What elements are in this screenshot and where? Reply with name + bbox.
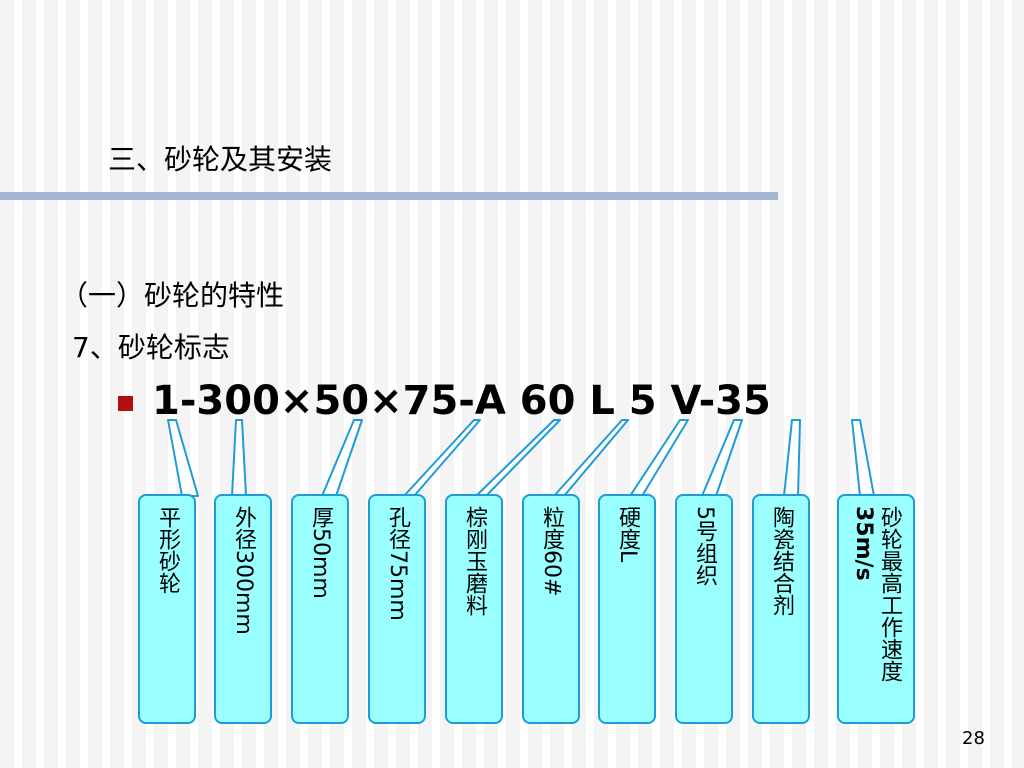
callout-box-structure: 5号组织 xyxy=(675,494,733,724)
callout-label: 砂轮最高工作速度 xyxy=(877,506,902,682)
connector-shape xyxy=(167,419,199,497)
callout-label: 棕刚玉磨料 xyxy=(462,506,487,616)
section-heading: （一）砂轮的特性 xyxy=(60,279,285,312)
connector-shape xyxy=(475,419,561,497)
callout-label: 粒度60# xyxy=(539,506,564,597)
connector-shape xyxy=(403,419,481,497)
connector-shape xyxy=(851,419,875,497)
callout-label: 孔径75mm xyxy=(385,506,410,621)
title-divider xyxy=(0,192,778,200)
marking-code: 1-300×50×75-A 60 L 5 V-35 xyxy=(152,378,771,424)
callout-label: 厚50mm xyxy=(308,506,333,599)
connector-shape xyxy=(783,419,801,497)
page-number: 28 xyxy=(962,728,985,749)
connector-shape xyxy=(553,419,629,497)
bullet-square-icon xyxy=(118,396,133,411)
slide-title: 三、砂轮及其安装 xyxy=(108,143,333,176)
callout-box-grit: 粒度60# xyxy=(522,494,580,724)
callout-box-hardness: 硬度L xyxy=(598,494,656,724)
subsection-heading: 7、砂轮标志 xyxy=(72,331,230,364)
callout-box-outer-diameter: 外径300mm xyxy=(214,494,272,724)
callout-label: 陶瓷结合剂 xyxy=(769,506,794,616)
connector-shape xyxy=(629,419,689,497)
callout-box-max-speed: 砂轮最高工作速度 35m/s xyxy=(837,494,915,724)
callout-label: 5号组织 xyxy=(692,506,717,586)
connector-shape xyxy=(321,419,363,497)
callout-label: 硬度L xyxy=(615,506,640,563)
callout-label: 平形砂轮 xyxy=(155,506,180,594)
connector-shape xyxy=(701,419,743,497)
connector-shape xyxy=(231,419,247,497)
callout-label-speed-value: 35m/s xyxy=(851,506,876,581)
callout-box-thickness: 厚50mm xyxy=(291,494,349,724)
callout-box-abrasive: 棕刚玉磨料 xyxy=(445,494,503,724)
callout-box-wheel-shape: 平形砂轮 xyxy=(138,494,196,724)
callout-label: 外径300mm xyxy=(231,506,256,635)
callout-box-bore-diameter: 孔径75mm xyxy=(368,494,426,724)
callout-box-bond: 陶瓷结合剂 xyxy=(752,494,810,724)
